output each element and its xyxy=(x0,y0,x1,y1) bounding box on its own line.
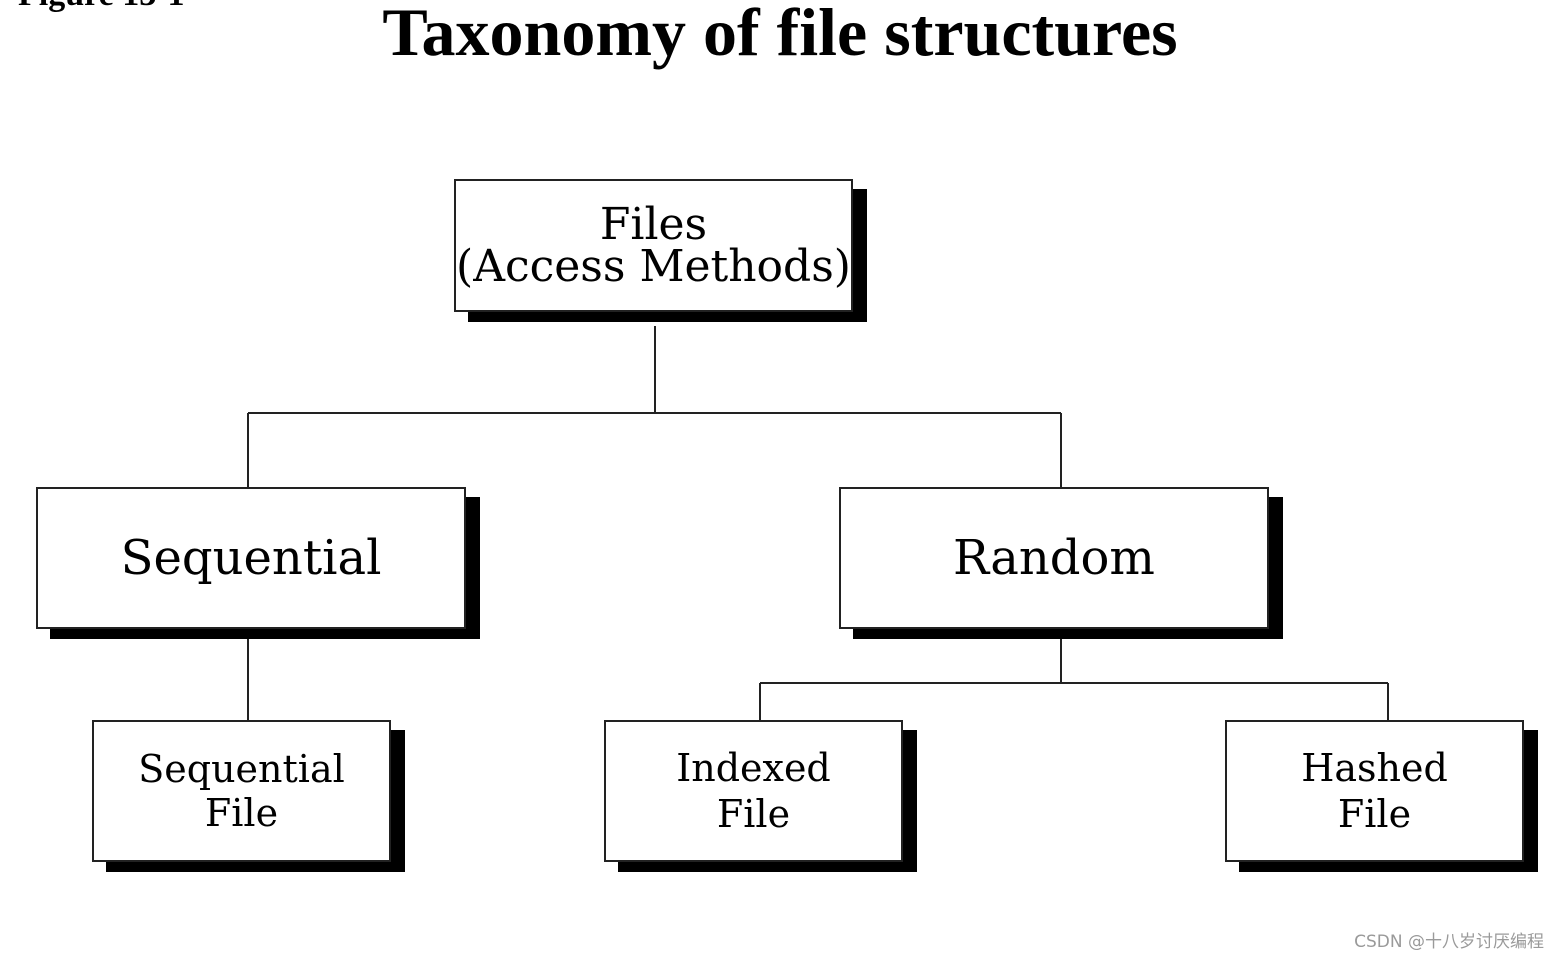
node-label: Sequential xyxy=(120,530,382,586)
node-label-line2: File xyxy=(1337,792,1412,836)
node-label-line1: Sequential xyxy=(138,747,345,791)
node-label-line1: Files xyxy=(599,198,708,250)
node-label-line2: (Access Methods) xyxy=(456,240,851,292)
diagram-title: Taxonomy of file structures xyxy=(382,0,1178,70)
node-sequential: Sequential xyxy=(36,487,466,629)
node-label-line2: File xyxy=(204,791,279,835)
node-hashed-file: Hashed File xyxy=(1225,720,1524,862)
node-label-line1: Indexed xyxy=(676,746,831,790)
node-label: Random xyxy=(953,530,1155,586)
node-label-line1: Hashed xyxy=(1301,746,1448,790)
watermark-text: CSDN @十八岁讨厌编程 xyxy=(1354,932,1544,952)
node-indexed-file: Indexed File xyxy=(604,720,903,862)
node-random: Random xyxy=(839,487,1269,629)
node-sequential-file: Sequential File xyxy=(92,720,391,862)
node-label-line2: File xyxy=(716,792,791,836)
node-files-access-methods: Files (Access Methods) xyxy=(454,179,853,312)
figure-label: Figure 13-1 xyxy=(18,0,185,12)
